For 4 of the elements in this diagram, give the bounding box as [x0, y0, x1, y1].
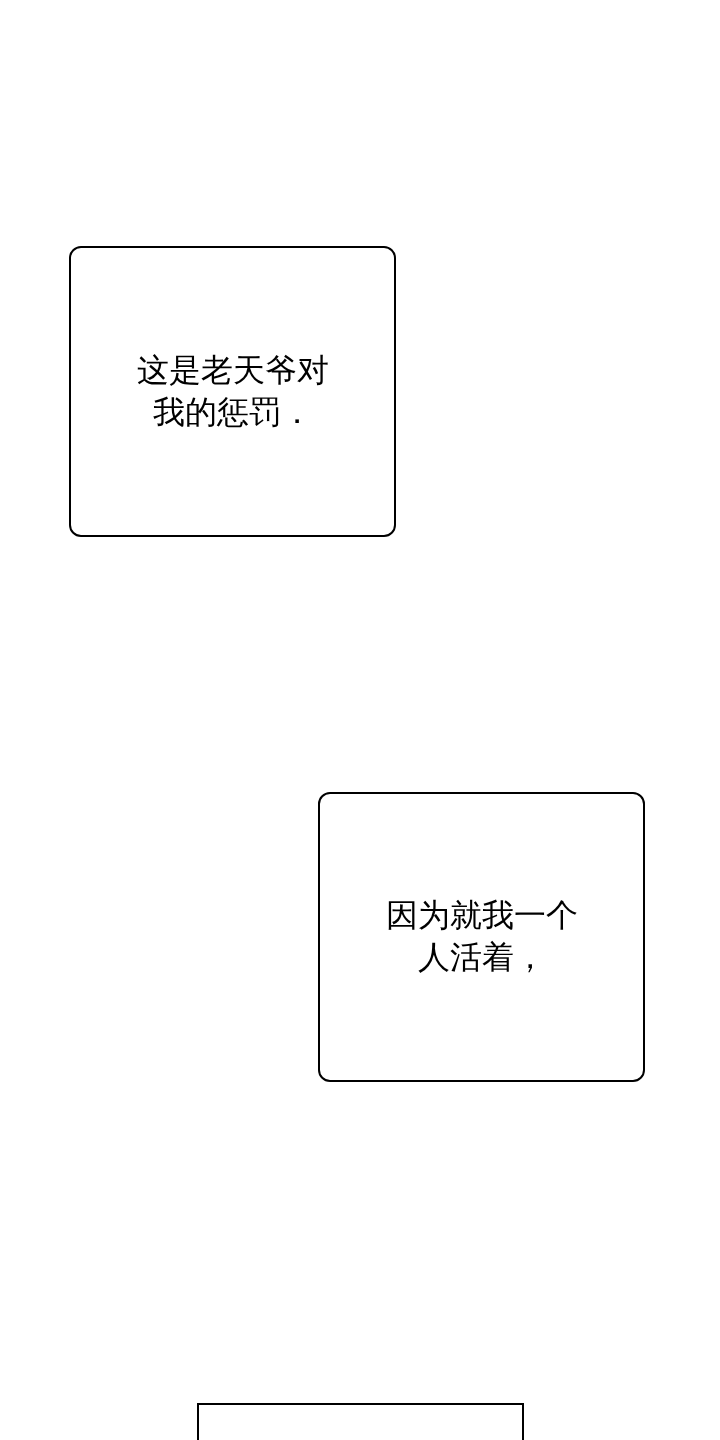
caption-box	[318, 792, 645, 1082]
caption-text: 因为就我一个人活着，	[384, 895, 579, 978]
caption-box	[69, 246, 396, 537]
caption-text: 这是老天爷对我的惩罚．	[135, 349, 330, 433]
